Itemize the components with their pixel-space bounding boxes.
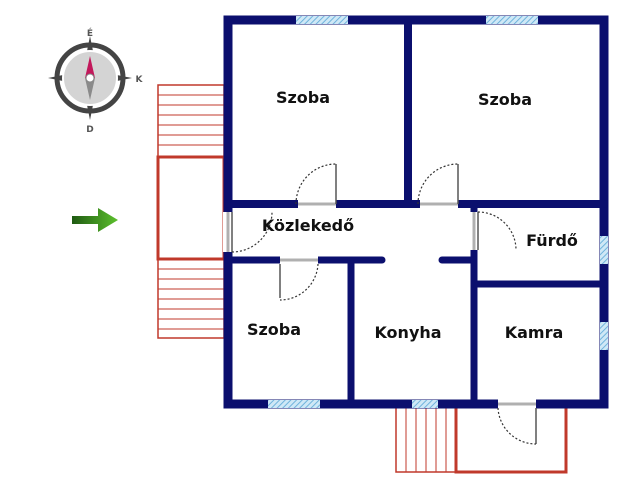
compass-needle-south [85,78,95,100]
door-bathroom [470,211,517,251]
bottom-stairs [395,404,568,474]
entrance-arrow-icon [72,208,118,232]
window [296,16,348,24]
doors [223,163,537,445]
compass-south-label: D [86,125,93,135]
door-bedroom-top-left [295,163,337,209]
room-label-bedroom-bottom-left: Szoba [247,320,301,339]
room-label-hallway: Közlekedő [262,216,354,235]
window [600,236,608,264]
room-label-pantry: Kamra [505,323,564,342]
compass-east-label: K [136,75,144,85]
room-label-bedroom-top-left: Szoba [276,88,330,107]
outer-wall [223,15,609,409]
walls [223,15,609,409]
compass-north-label: É [87,27,93,39]
left-stairs [156,84,226,339]
entrance-landing [156,155,226,261]
rear-terrace [454,404,568,474]
door-bedroom-bottom-left [279,256,319,301]
door-entrance [223,211,273,253]
window [268,400,320,408]
window [600,322,608,350]
compass: É K D [48,27,144,135]
room-label-bathroom: Fürdő [526,231,578,250]
compass-needle-north [85,56,95,78]
compass-pivot [85,73,95,83]
window [412,400,438,408]
windows [268,16,608,408]
room-label-bedroom-top-right: Szoba [478,90,532,109]
stairs-upper [157,84,225,158]
window [486,16,538,24]
door-rear [497,399,537,445]
room-label-kitchen: Konyha [374,323,441,342]
door-bedroom-top-right [417,163,459,209]
